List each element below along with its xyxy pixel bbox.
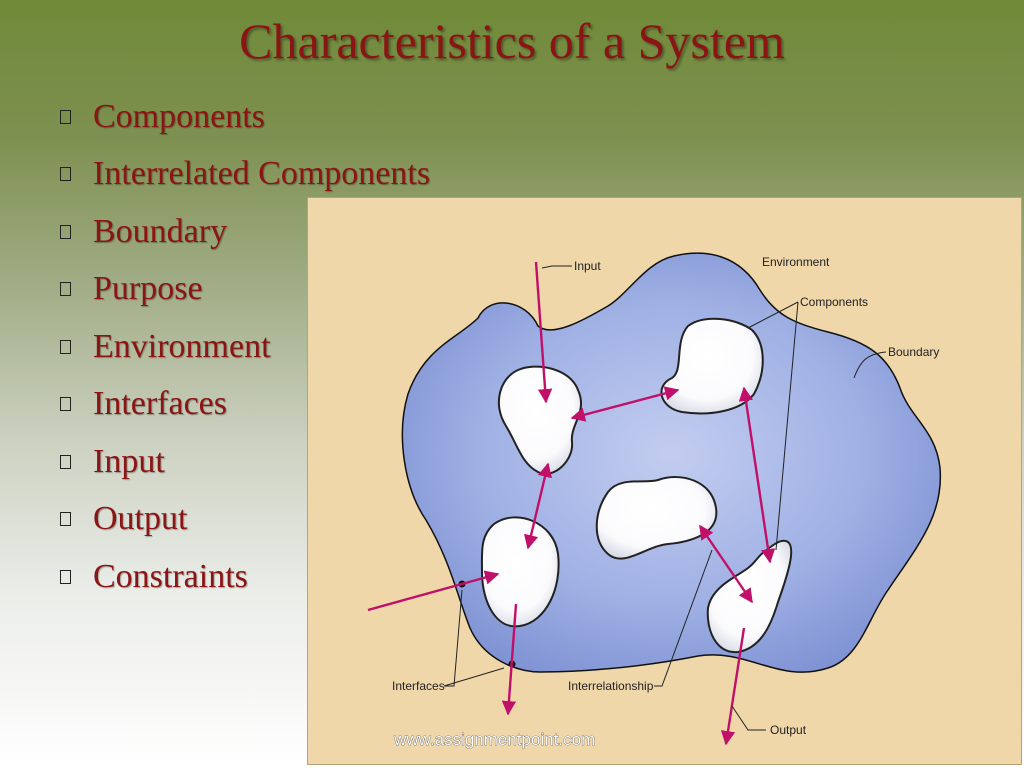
bullet-box-icon (60, 339, 71, 354)
bullet-box-icon (60, 167, 71, 182)
bullet-text: Purpose (93, 270, 203, 308)
bullet-box-icon (60, 569, 71, 584)
output-arrow (720, 627, 746, 746)
output-label: Output (770, 723, 807, 737)
bullet-box-icon (60, 282, 71, 297)
environment-label: Environment (762, 255, 830, 269)
interfaces-leader (443, 589, 505, 687)
bullet-box-icon (60, 454, 71, 469)
bullet-box-icon (60, 109, 71, 124)
bullet-box-icon (60, 397, 71, 412)
bullet-item: Boundary (60, 203, 430, 261)
bullet-item: Output (60, 491, 430, 549)
system-boundary-shape (401, 252, 942, 673)
bullet-text: Boundary (93, 212, 228, 250)
bullet-list: Components Interrelated Components Bound… (60, 88, 430, 606)
system-diagram: Input Environment Components Boundary In… (307, 197, 1022, 765)
relationship-arrow (523, 462, 553, 550)
relationship-arrow (570, 386, 680, 422)
input-label: Input (574, 259, 601, 273)
bullet-box-icon (60, 512, 71, 527)
output-leader (731, 705, 766, 731)
system-diagram-svg: Input Environment Components Boundary In… (367, 252, 942, 749)
interrelationship-label: Interrelationship (568, 679, 654, 693)
component-shape (497, 365, 582, 475)
boundary-label: Boundary (888, 345, 939, 359)
bullet-item: Interrelated Components (60, 146, 430, 204)
output-arrow (501, 603, 518, 716)
watermark-text: www.assignmentpoint.com (393, 730, 595, 749)
bullet-text: Constraints (93, 557, 248, 595)
bullet-item: Environment (60, 318, 430, 376)
interrelationship-leader (654, 549, 713, 687)
bullet-item: Components (60, 88, 430, 146)
bullet-item: Interfaces (60, 376, 430, 434)
relationship-arrow (699, 524, 753, 604)
bullet-text: Interfaces (93, 385, 228, 423)
bullet-item: Purpose (60, 261, 430, 319)
relationship-arrow (738, 386, 776, 564)
bullet-item: Constraints (60, 548, 430, 606)
components-label: Components (800, 295, 868, 309)
bullet-text: Interrelated Components (93, 155, 431, 193)
bullet-text: Output (93, 500, 188, 538)
input-arrow (367, 570, 500, 612)
bullet-text: Environment (93, 327, 271, 365)
input-arrow (534, 261, 553, 404)
bullet-text: Components (93, 97, 265, 135)
slide-title: Characteristics of a System (239, 13, 785, 69)
bullet-item: Input (60, 433, 430, 491)
bullet-text: Input (93, 442, 165, 480)
input-leader (541, 265, 572, 269)
boundary-leader (853, 351, 887, 379)
components-leader (747, 301, 799, 551)
bullet-box-icon (60, 224, 71, 239)
interfaces-label: Interfaces (392, 679, 445, 693)
